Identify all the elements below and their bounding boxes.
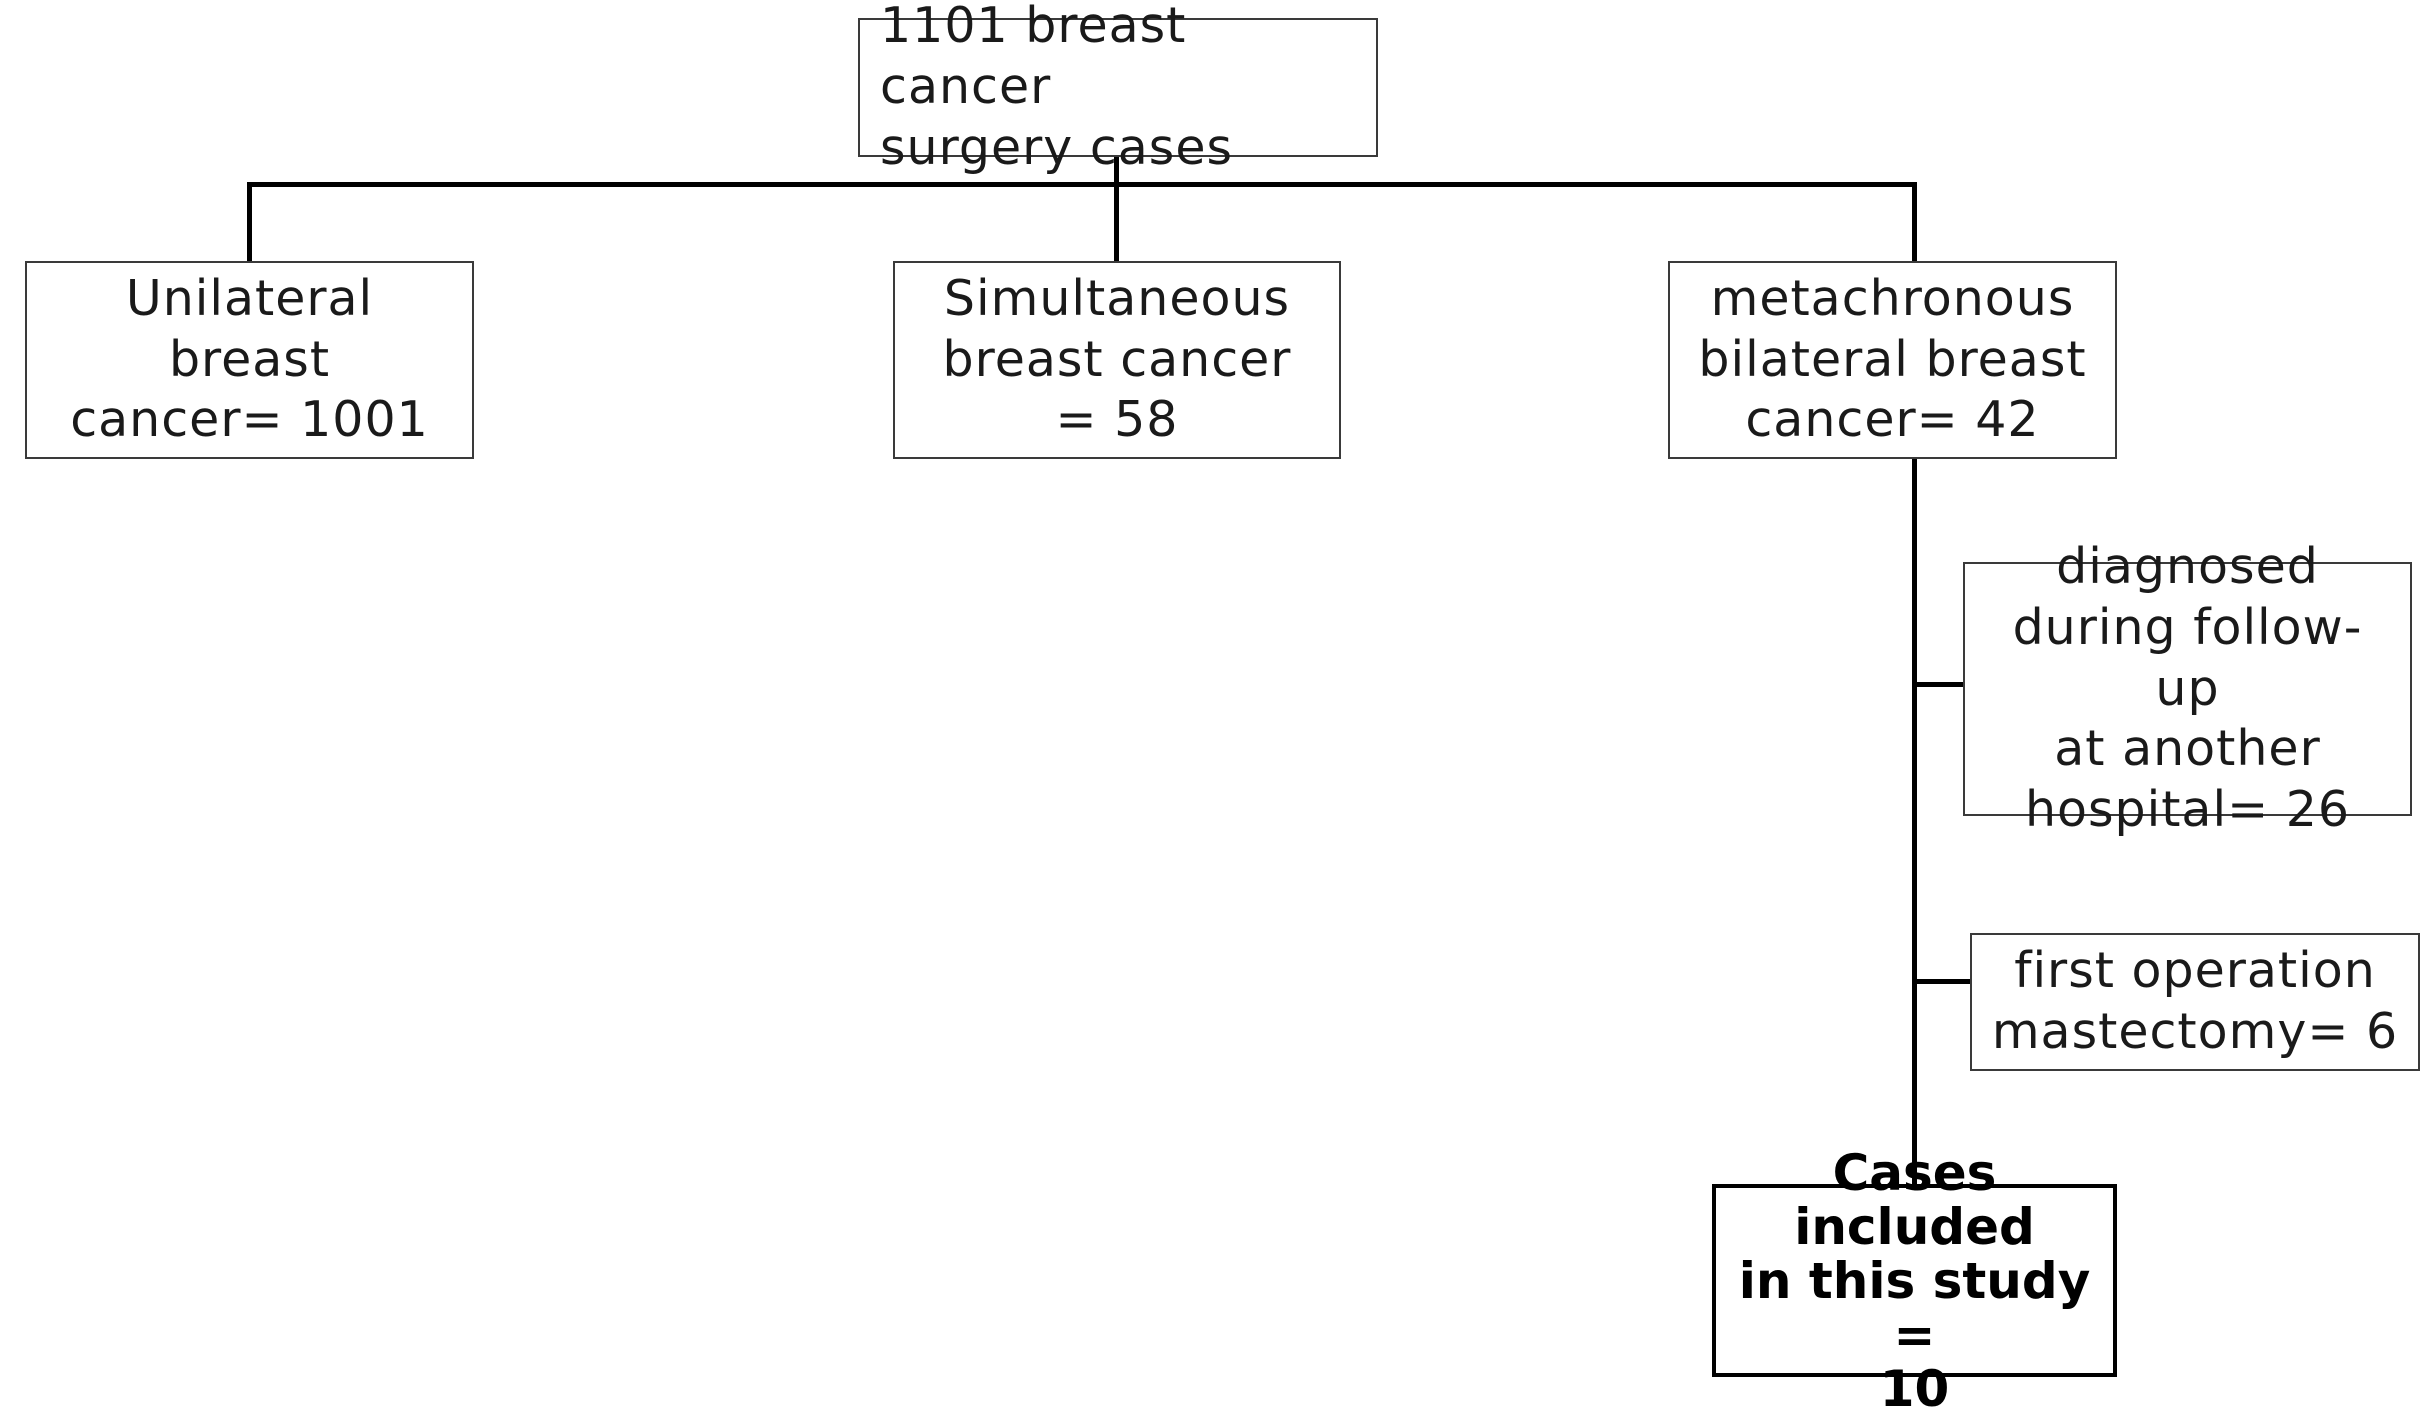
- simultaneous-box: Simultaneous breast cancer = 58: [893, 261, 1341, 459]
- root-box: 1101 breast cancer surgery cases: [858, 0, 1378, 176]
- branch-bar-line: [247, 182, 1917, 187]
- metachronous-drop-line: [1912, 182, 1917, 262]
- mastectomy-exclusion-box: first operation mastectomy= 6: [1970, 933, 2420, 1071]
- followup-exclusion-box: diagnosed during follow-up at another ho…: [1963, 538, 2412, 838]
- exclusion-trunk-line: [1912, 456, 1917, 1188]
- followup-tick-line: [1912, 682, 1965, 687]
- metachronous-box: metachronous bilateral breast cancer= 42: [1668, 261, 2117, 459]
- simultaneous-drop-line: [1114, 182, 1119, 262]
- mastectomy-tick-line: [1912, 979, 1972, 984]
- unilateral-drop-line: [247, 182, 252, 262]
- included-cases-box: Cases included in this study = 10: [1712, 1146, 2117, 1416]
- unilateral-box: Unilateral breast cancer= 1001: [25, 261, 474, 459]
- root-stem-line: [1114, 156, 1119, 187]
